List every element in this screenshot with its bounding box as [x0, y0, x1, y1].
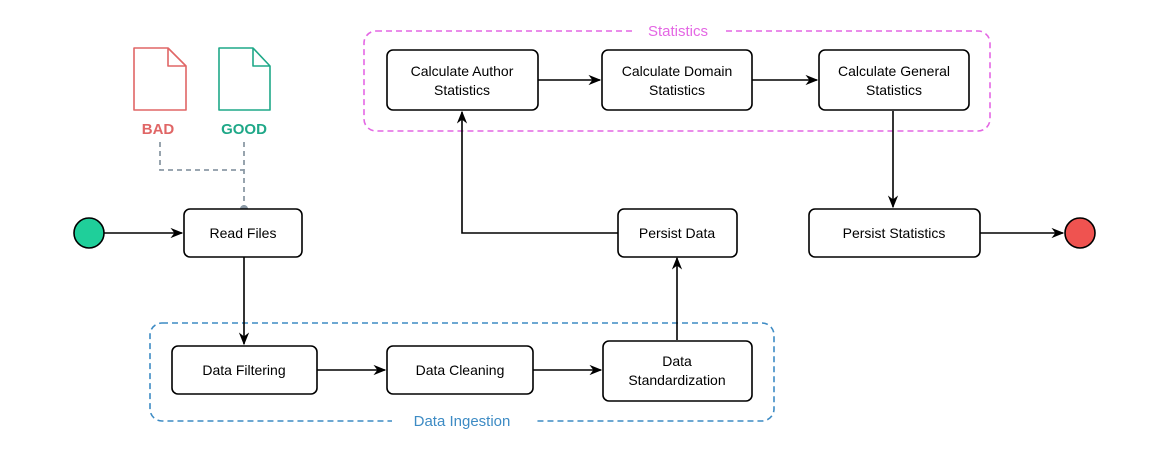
data-ingestion-group: Data Ingestion — [149, 322, 775, 431]
node-data-filtering-label: Data Filtering — [202, 362, 285, 378]
node-calc-domain-label-2: Statistics — [649, 82, 705, 98]
bad-file-icon — [133, 47, 187, 111]
node-calc-author-label-2: Statistics — [434, 82, 490, 98]
data-ingestion-label-bg — [392, 411, 534, 431]
start-node — [73, 217, 105, 249]
good-file: GOOD — [218, 47, 271, 138]
node-persist-statistics: Persist Statistics — [808, 208, 981, 258]
node-calc-author: Calculate Author Statistics — [386, 49, 539, 111]
node-data-standardization-label-2: Standardization — [628, 372, 725, 388]
node-data-standardization: Data Standardization — [602, 340, 753, 402]
node-data-cleaning: Data Cleaning — [386, 345, 534, 395]
end-node — [1064, 217, 1096, 249]
node-read-files-label: Read Files — [210, 225, 277, 241]
node-calc-domain: Calculate Domain Statistics — [601, 49, 753, 111]
node-persist-data-label: Persist Data — [639, 225, 715, 241]
node-persist-statistics-label: Persist Statistics — [843, 225, 946, 241]
edge-persist-data-to-author-stats — [456, 110, 618, 234]
node-calc-domain-label-1: Calculate Domain — [622, 63, 733, 79]
node-persist-data: Persist Data — [617, 208, 738, 258]
statistics-group-label: Statistics — [648, 23, 708, 40]
good-file-icon — [218, 47, 271, 111]
node-data-filtering: Data Filtering — [171, 345, 318, 395]
data-ingestion-group-label: Data Ingestion — [414, 413, 511, 430]
bad-file-connector — [159, 142, 244, 171]
node-calc-author-label-1: Calculate Author — [411, 63, 514, 79]
good-file-label: GOOD — [221, 121, 267, 138]
statistics-label-bg — [632, 21, 724, 41]
node-read-files: Read Files — [183, 208, 303, 258]
bad-file: BAD — [133, 47, 187, 138]
node-data-standardization-label-1: Data — [662, 353, 692, 369]
node-calc-general-label-1: Calculate General — [838, 63, 950, 79]
node-calc-general-label-2: Statistics — [866, 82, 922, 98]
node-data-cleaning-label: Data Cleaning — [416, 362, 505, 378]
node-calc-general: Calculate General Statistics — [818, 49, 970, 111]
statistics-group: Statistics — [363, 21, 991, 132]
bad-file-label: BAD — [142, 121, 175, 138]
